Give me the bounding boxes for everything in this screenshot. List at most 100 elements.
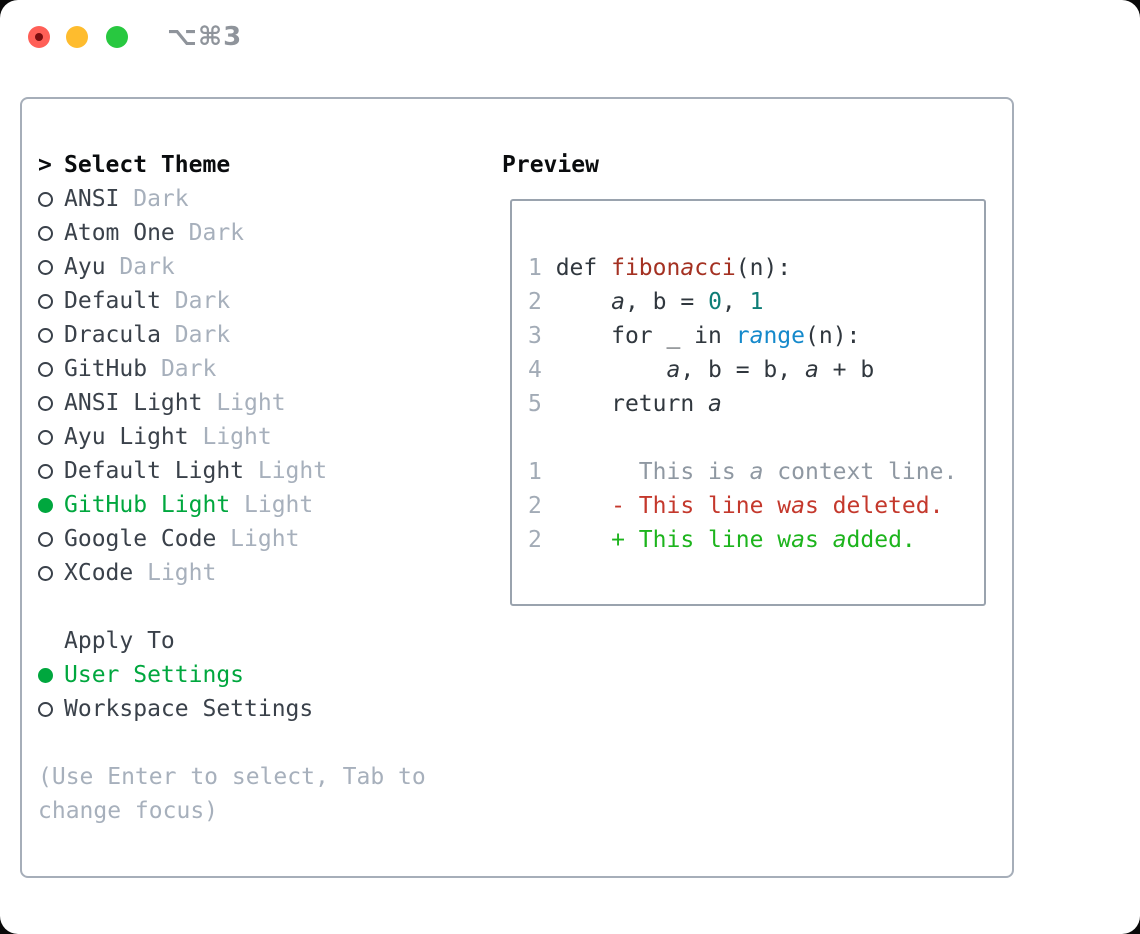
hint-text: change focus) [38,798,219,824]
theme-variant-label: Light [230,492,314,518]
code-segment: + This line was added. [541,527,916,553]
theme-option-label: GitHub [64,356,148,382]
radio-unselected-icon [38,701,53,717]
theme-option-xcode[interactable]: XCode Light [38,556,426,590]
theme-option-label: Dracula [64,322,161,348]
hint-text: (Use Enter to select, Tab to [38,764,426,790]
theme-option-ayu-light[interactable]: Ayu Light Light [38,420,426,454]
code-line [528,421,957,455]
code-segment: 2 [528,527,542,553]
theme-variant-label: Dark [160,322,231,348]
radio-icon [38,361,64,377]
code-line: 2 a, b = 0, 1 [528,285,957,319]
theme-variant-label: Light [202,390,286,416]
code-segment: def [555,255,612,281]
apply-to-header: Apply To [38,624,426,658]
theme-variant-label: Dark [147,356,217,382]
radio-icon [38,497,64,513]
code-segment: (n): [735,255,792,281]
theme-option-ansi-light[interactable]: ANSI Light Light [38,386,426,420]
radio-unselected-icon [38,361,53,377]
radio-unselected-icon [38,191,53,207]
radio-unselected-icon [38,225,53,241]
apply-option-workspace-settings[interactable]: Workspace Settings [38,692,426,726]
theme-variant-label: Light [188,424,272,450]
theme-option-github-light[interactable]: GitHub Light Light [38,488,426,522]
theme-variant-label: Dark [105,254,175,280]
code-line: 3 for _ in range(n): [528,319,957,353]
radio-icon [38,429,64,445]
select-theme-header: >Select Theme [38,148,426,182]
theme-option-github[interactable]: GitHub Dark [38,352,426,386]
radio-icon [38,293,64,309]
code-segment: This is a context line. [541,459,958,485]
radio-unselected-icon [38,293,53,309]
theme-option-dracula[interactable]: Dracula Dark [38,318,426,352]
radio-unselected-icon [38,327,53,343]
theme-option-label: ANSI Light [64,390,203,416]
code-line: 1 def fibonacci(n): [528,251,957,285]
theme-variant-label: Dark [119,186,189,212]
radio-icon [38,327,64,343]
code-segment: 3 [528,323,542,349]
theme-option-label: Default [64,288,161,314]
radio-unselected-icon [38,395,53,411]
code-segment: (n): [805,323,861,349]
theme-option-label: Ayu Light [64,424,189,450]
preview-title: Preview [502,152,599,178]
theme-variant-label: Light [216,526,300,552]
theme-option-atom-one[interactable]: Atom One Dark [38,216,426,250]
radio-unselected-icon [38,565,53,581]
code-segment: 2 [528,493,542,519]
code-segment: 4 [528,357,542,383]
window-title: ⌥⌘3 [167,22,243,52]
theme-option-google-code[interactable]: Google Code Light [38,522,426,556]
apply-option-label: Workspace Settings [64,696,314,722]
code-line: 1 This is a context line. [528,455,957,489]
code-segment: 2 [528,289,542,315]
apply-to-header-label: Apply To [64,628,175,654]
radio-icon [38,531,64,547]
theme-option-label: Google Code [64,526,217,552]
theme-option-label: Ayu [64,254,106,280]
theme-option-label: Default Light [64,458,245,484]
theme-option-label: GitHub Light [64,492,231,518]
code-segment: , [721,289,750,315]
radio-icon [38,259,64,275]
theme-option-default[interactable]: Default Dark [38,284,426,318]
close-dot-icon [35,33,43,41]
theme-option-default-light[interactable]: Default Light Light [38,454,426,488]
code-line: 2 - This line was deleted. [528,489,957,523]
theme-variant-label: Light [244,458,328,484]
code-line: 4 a, b = b, a + b [528,353,957,387]
minimize-button[interactable] [66,26,88,48]
focus-caret-icon: > [38,152,52,178]
code-segment: 1 [528,255,556,281]
radio-unselected-icon [38,463,53,479]
code-segment: range [735,323,805,349]
radio-unselected-icon [38,429,53,445]
apply-option-user-settings[interactable]: User Settings [38,658,426,692]
theme-option-ansi[interactable]: ANSI Dark [38,182,426,216]
radio-icon [38,463,64,479]
code-segment: a, b = [611,289,709,315]
radio-icon [38,395,64,411]
zoom-button[interactable] [106,26,128,48]
close-button[interactable] [28,26,50,48]
theme-option-label: XCode [64,560,134,586]
radio-unselected-icon [38,531,53,547]
code-line: 5 return a [528,387,957,421]
theme-option-label: Atom One [64,220,175,246]
theme-variant-label: Light [133,560,217,586]
radio-unselected-icon [38,259,53,275]
theme-option-ayu[interactable]: Ayu Dark [38,250,426,284]
theme-option-label: ANSI [64,186,120,212]
spacer [38,590,426,624]
code-segment: 1 [528,459,542,485]
radio-icon [38,225,64,241]
code-segment: 1 [749,289,764,315]
